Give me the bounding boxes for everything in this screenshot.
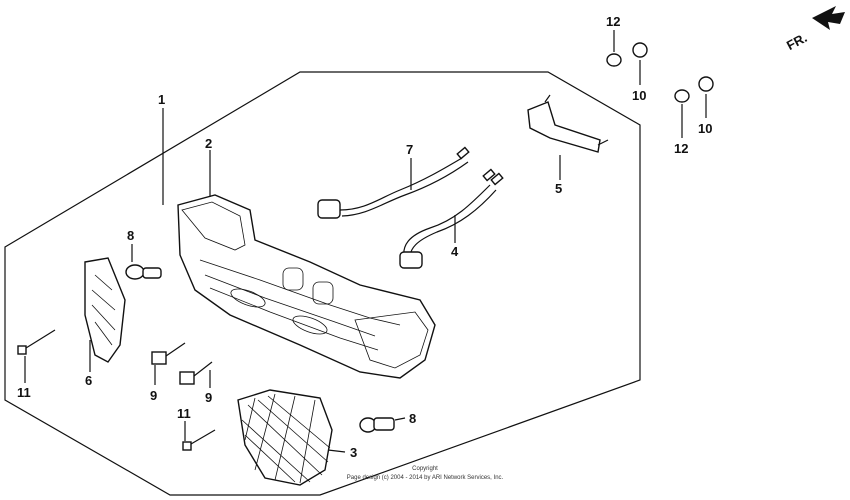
screw-9-right[interactable] [179, 361, 213, 385]
callout-11-right: 11 [177, 406, 191, 421]
callout-3: 3 [350, 445, 357, 460]
callout-5: 5 [555, 181, 562, 196]
copyright-line-2: Page design (c) 2004 - 2014 by ARI Netwo… [347, 475, 504, 481]
nut-10-upper[interactable] [632, 42, 648, 58]
front-direction-arrow: FR. [784, 6, 845, 53]
callout-10-upper: 10 [632, 88, 646, 103]
callout-8-right: 8 [409, 411, 416, 426]
bulb-right[interactable] [359, 417, 395, 433]
callout-1: 1 [158, 92, 165, 107]
assembly-outline [4, 71, 641, 496]
screw-11-right[interactable] [182, 429, 216, 451]
screw-11-left[interactable] [17, 329, 56, 355]
callout-2: 2 [205, 136, 212, 151]
wire-harness-7[interactable] [317, 146, 470, 219]
copyright-line-1: Copyright [412, 466, 438, 472]
washer-12-lower[interactable] [674, 89, 690, 103]
screw-9-left[interactable] [151, 342, 186, 365]
callout-9-right: 9 [205, 390, 212, 405]
mounting-bracket[interactable] [527, 94, 609, 153]
bulb-left[interactable] [125, 264, 162, 280]
callout-4: 4 [451, 244, 459, 259]
fr-label: FR. [784, 30, 810, 53]
callout-12-upper: 12 [606, 14, 620, 29]
callout-9-left: 9 [150, 388, 157, 403]
callout-10-lower: 10 [698, 121, 712, 136]
nut-10-lower[interactable] [698, 76, 714, 92]
wire-harness-4[interactable] [399, 168, 504, 269]
side-reflector[interactable] [84, 257, 126, 363]
callout-8-left: 8 [127, 228, 134, 243]
callout-6: 6 [85, 373, 92, 388]
callout-7: 7 [406, 142, 413, 157]
washer-12-upper[interactable] [606, 53, 622, 67]
taillight-lens[interactable] [237, 389, 333, 486]
taillight-housing[interactable] [177, 194, 436, 379]
callout-11-left: 11 [17, 385, 31, 400]
callout-12-lower: 12 [674, 141, 688, 156]
